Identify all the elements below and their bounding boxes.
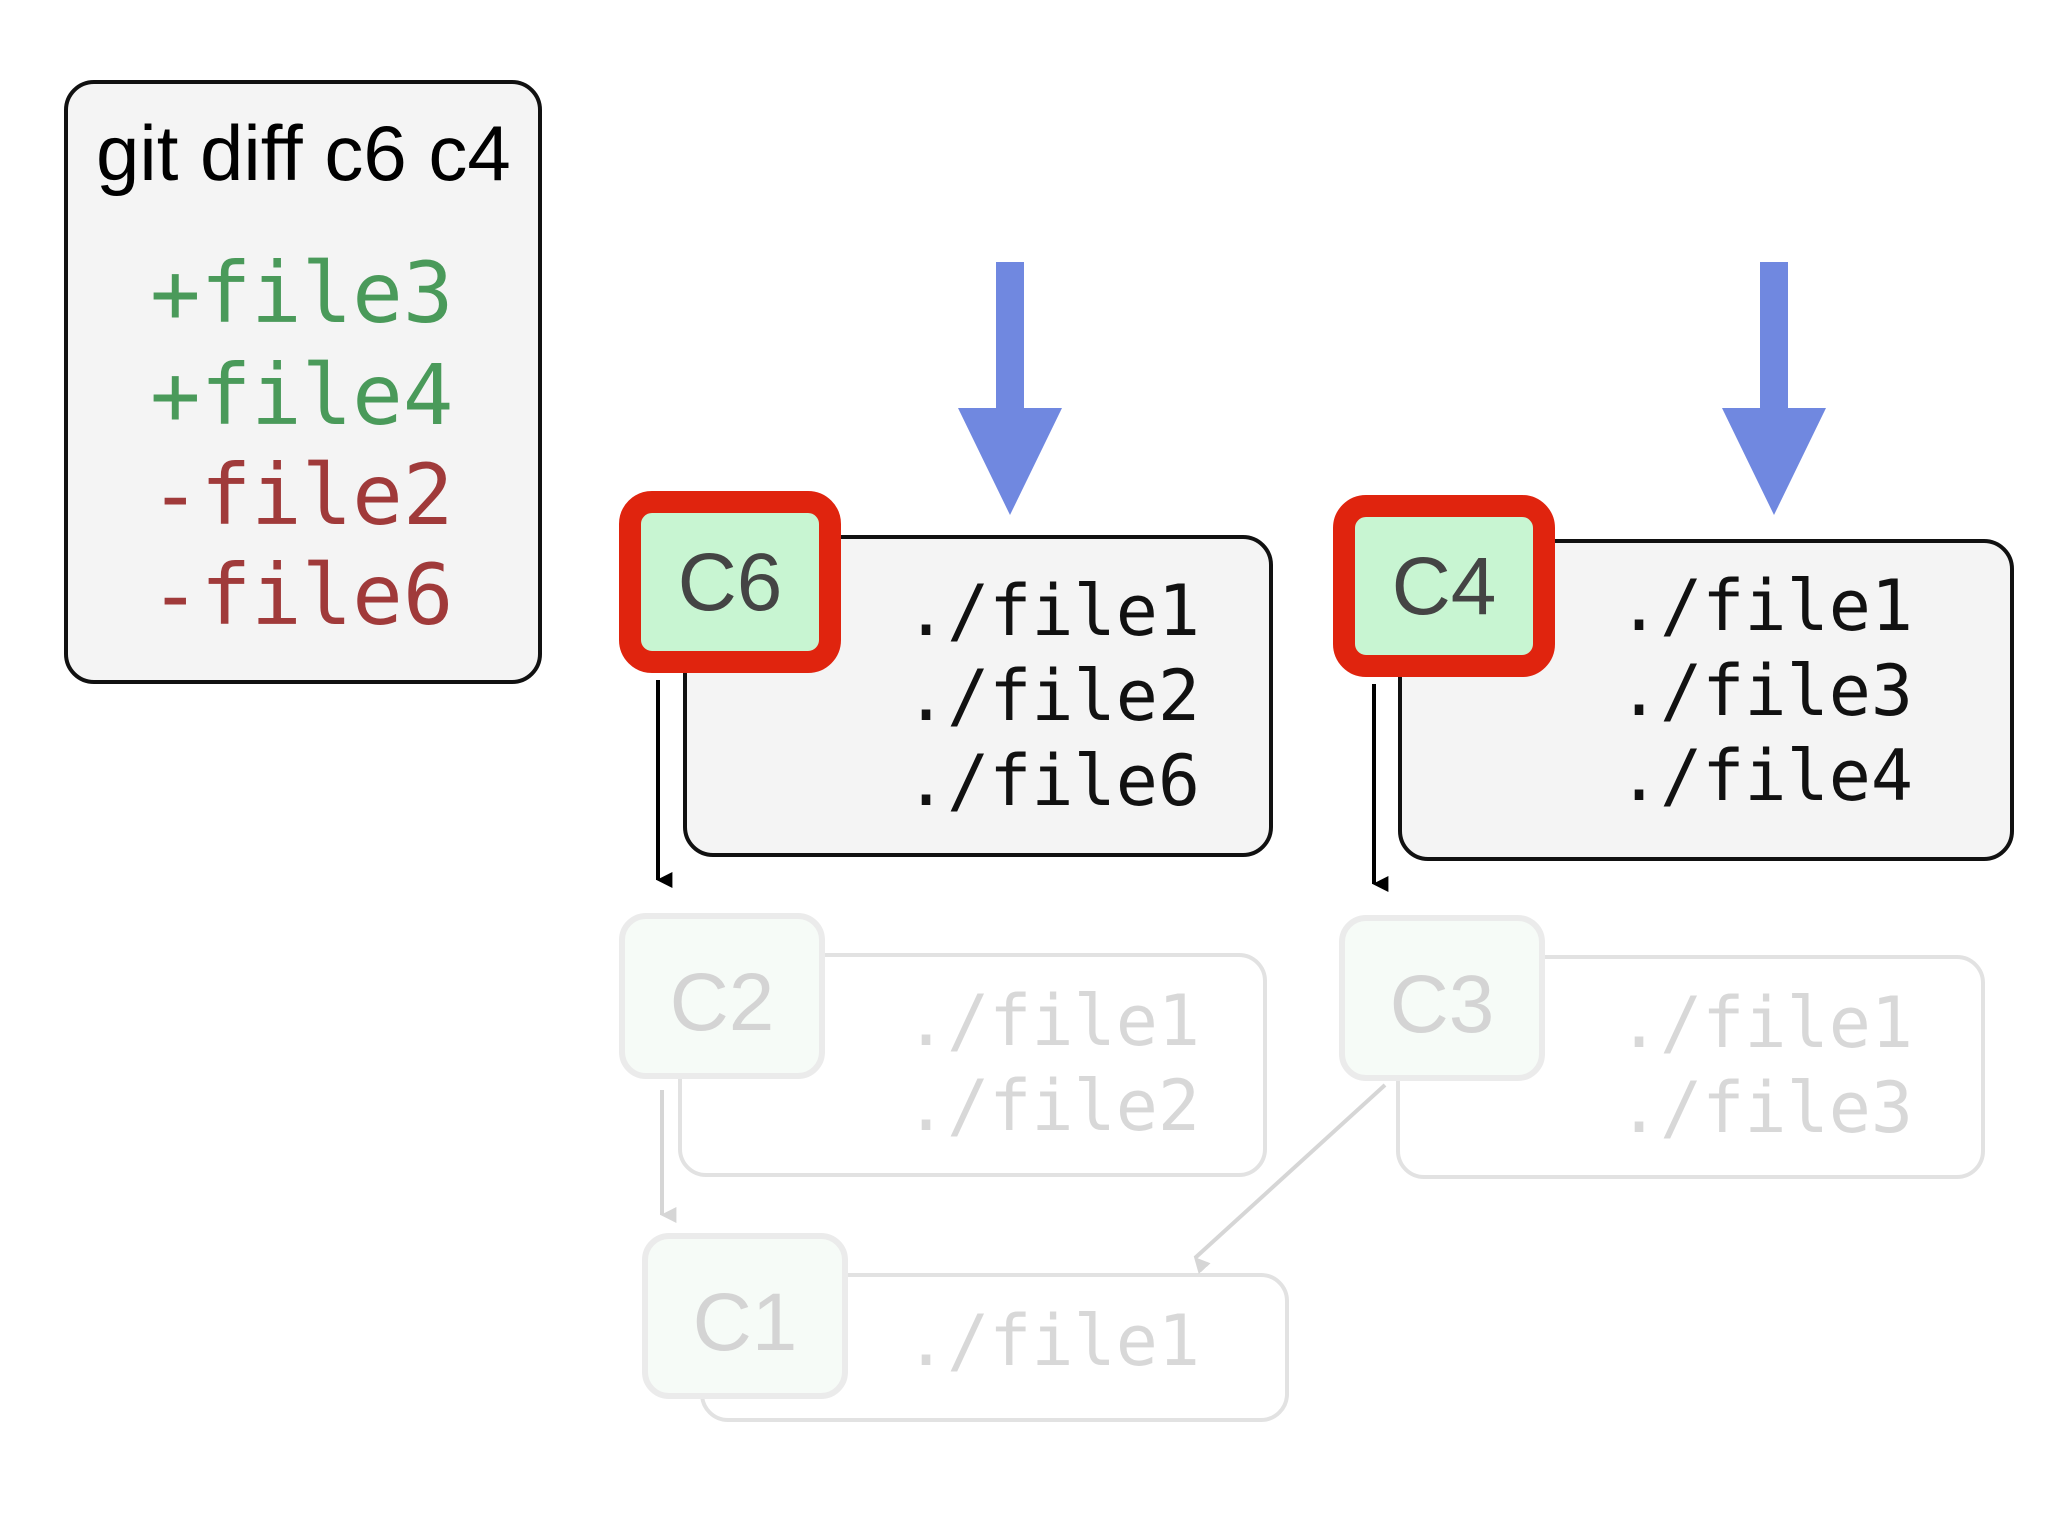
c1-commit-box — [642, 1233, 848, 1399]
diff-line-removed: -file2 — [150, 446, 453, 544]
diff-line-added: +file3 — [150, 244, 453, 342]
c6-commit-box — [619, 491, 841, 673]
diff-line-added: +file4 — [150, 346, 453, 444]
c2-file: ./file1 — [905, 980, 1200, 1062]
c3-to-c1-arrow — [1193, 1083, 1387, 1275]
faded-history: C2 ./file1 ./file2 C3 ./file1 ./file3 C1… — [619, 913, 1985, 1422]
commit-c3: C3 ./file1 ./file3 — [1339, 915, 1985, 1179]
pointer-arrow-c4 — [1722, 262, 1826, 515]
diff-line-removed: -file6 — [150, 546, 453, 644]
commit-c4: C4 ./file1 ./file3 ./file4 — [1333, 495, 2014, 892]
c6-file: ./file2 — [905, 655, 1200, 737]
c4-file: ./file4 — [1618, 735, 1913, 817]
c3-label: C3 — [1390, 959, 1495, 1050]
commit-c1: C1 ./file1 — [642, 1233, 1289, 1422]
c1-label: C1 — [693, 1277, 798, 1368]
c3-commit-box — [1339, 915, 1545, 1081]
c4-file: ./file1 — [1618, 565, 1913, 647]
pointer-arrow-shaft — [996, 262, 1024, 422]
c4-file: ./file3 — [1618, 650, 1913, 732]
c2-file: ./file2 — [905, 1065, 1200, 1147]
commit-c2: C2 ./file1 ./file2 — [619, 913, 1267, 1177]
diff-panel-box — [64, 80, 542, 684]
diff-panel: git diff c6 c4 +file3 +file4 -file2 -fil… — [64, 80, 542, 684]
c6-file: ./file1 — [905, 570, 1200, 652]
c6-file: ./file6 — [905, 740, 1200, 822]
c2-label: C2 — [670, 957, 775, 1048]
c2-commit-box — [619, 913, 825, 1079]
pointer-arrow-head — [958, 408, 1062, 515]
c3-file: ./file3 — [1618, 1067, 1913, 1149]
pointer-arrow-shaft — [1760, 262, 1788, 422]
commit-c6: C6 ./file1 ./file2 ./file6 — [619, 491, 1273, 888]
pointer-arrow-head — [1722, 408, 1826, 515]
c4-label: C4 — [1392, 541, 1497, 632]
diff-command: git diff c6 c4 — [96, 109, 511, 197]
c1-file: ./file1 — [905, 1300, 1200, 1382]
pointer-arrow-c6 — [958, 262, 1062, 515]
c6-label: C6 — [678, 537, 783, 628]
c3-file: ./file1 — [1618, 982, 1913, 1064]
c4-commit-box — [1333, 495, 1555, 677]
